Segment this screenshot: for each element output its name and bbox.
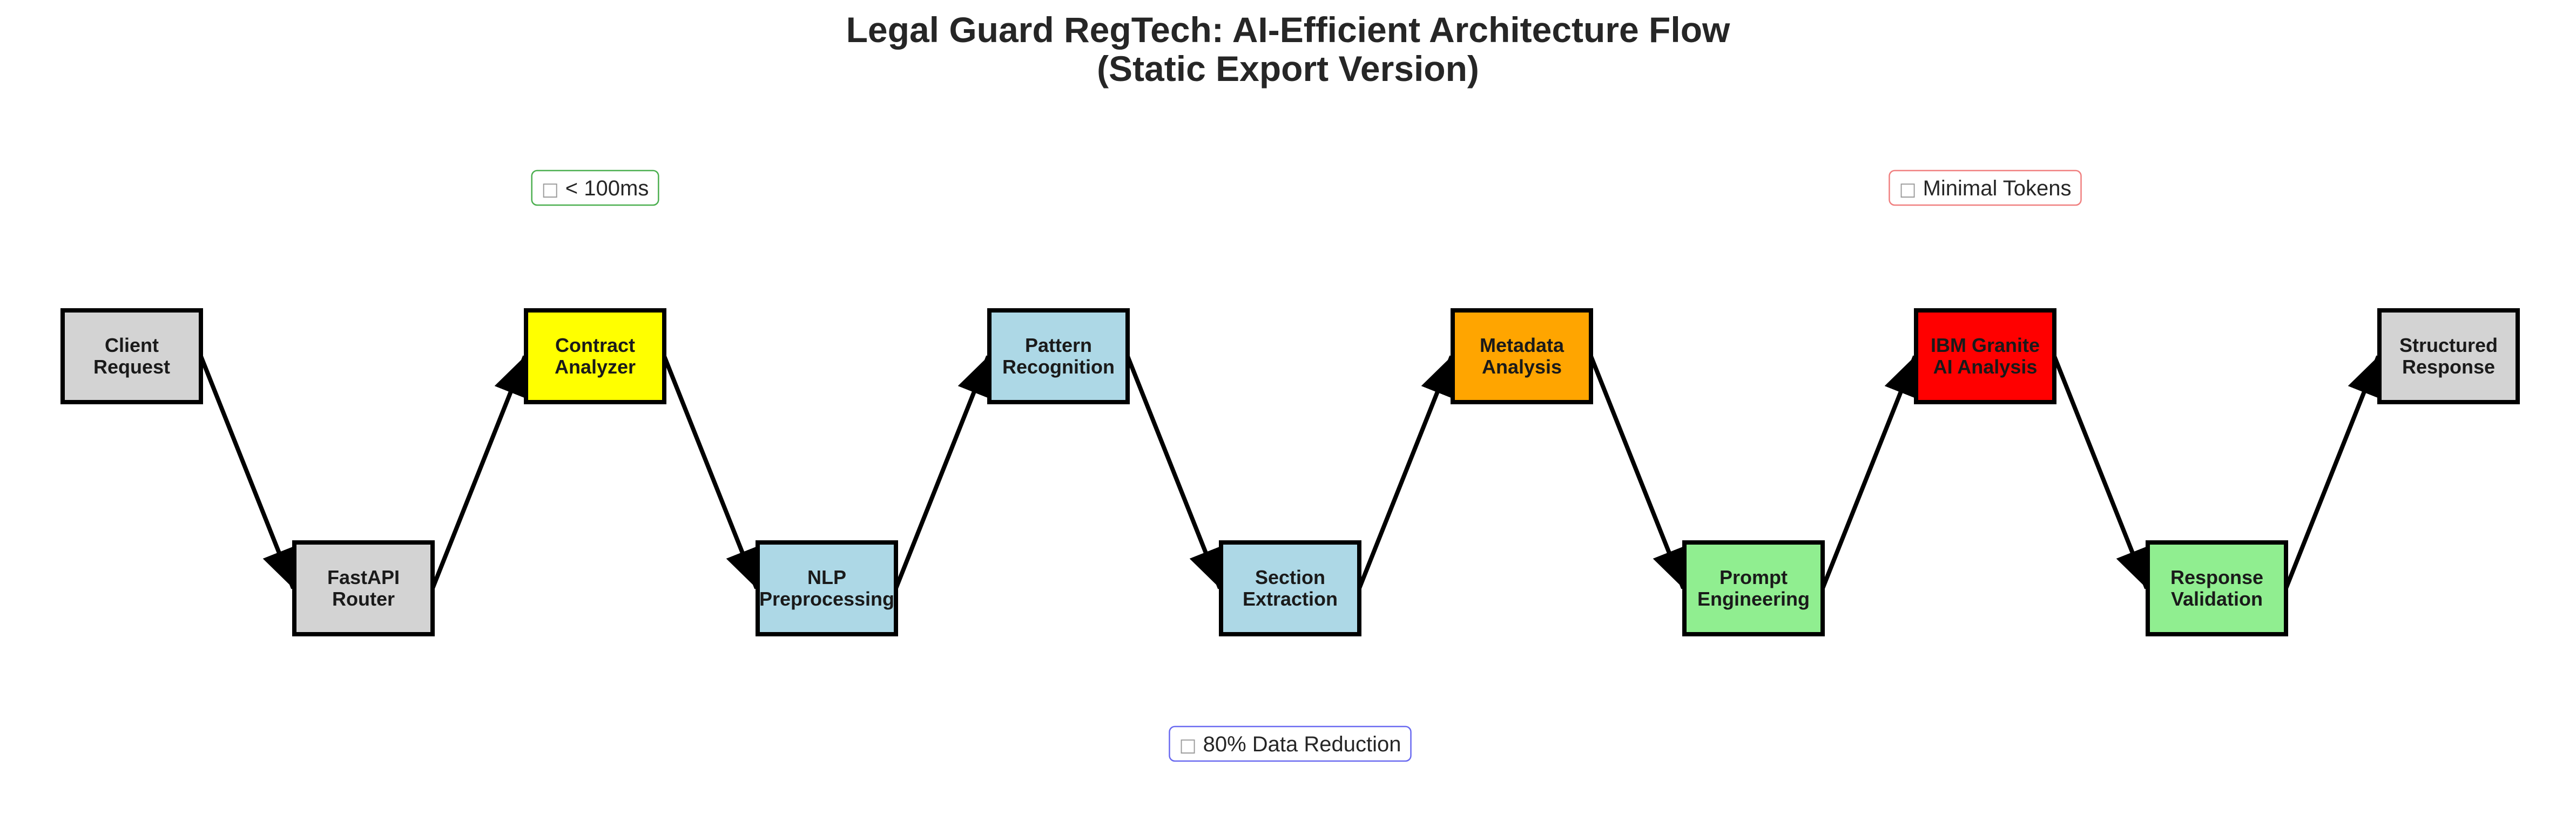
badge-tokens: □ Minimal Tokens bbox=[1889, 169, 2082, 206]
node-box-structured-response bbox=[2377, 308, 2520, 404]
badge-reduction-text: 80% Data Reduction bbox=[1203, 732, 1401, 756]
node-label-response-validation-line-2: Validation bbox=[2171, 588, 2263, 610]
flow-arrow-nlp-preprocessing-to-pattern-recognition bbox=[894, 355, 990, 589]
badge-latency-text: < 100ms bbox=[565, 176, 649, 200]
diagram-title-line-2: (Static Export Version) bbox=[1097, 49, 1479, 89]
node-box-prompt-engineering bbox=[1682, 540, 1825, 636]
flow-arrow-pattern-recognition-to-section-extraction bbox=[1125, 355, 1222, 589]
node-box-client-request bbox=[60, 308, 203, 404]
node-label-structured-response-line-2: Response bbox=[2402, 356, 2495, 378]
node-box-contract-analyzer bbox=[524, 308, 666, 404]
flow-arrow-prompt-engineering-to-ibm-granite-ai-analysis bbox=[1820, 355, 1917, 589]
node-box-metadata-analysis bbox=[1451, 308, 1593, 404]
diagram-title-line-1: Legal Guard RegTech: AI-Efficient Archit… bbox=[846, 10, 1730, 50]
node-label-structured-response-line-1: Structured bbox=[2399, 334, 2498, 356]
node-label-metadata-analysis-line-2: Analysis bbox=[1482, 356, 1562, 378]
node-box-section-extraction bbox=[1219, 540, 1361, 636]
flow-arrow-contract-analyzer-to-nlp-preprocessing bbox=[662, 355, 759, 589]
node-label-contract-analyzer-line-2: Analyzer bbox=[555, 356, 636, 378]
flow-arrow-response-validation-to-structured-response bbox=[2284, 355, 2381, 589]
node-label-pattern-recognition-line-1: Pattern bbox=[1025, 334, 1092, 356]
flow-arrows bbox=[199, 355, 2381, 589]
badge-latency: □ < 100ms bbox=[531, 169, 659, 206]
badge-latency-frame bbox=[531, 169, 659, 206]
flow-arrow-fastapi-router-to-contract-analyzer bbox=[430, 355, 527, 589]
badge-reduction: □ 80% Data Reduction bbox=[1169, 725, 1412, 762]
flow-arrow-ibm-granite-ai-analysis-to-response-validation bbox=[2052, 355, 2149, 589]
node-label-response-validation-line-1: Response bbox=[2170, 566, 2263, 588]
node-label-nlp-preprocessing-line-2: Preprocessing bbox=[759, 588, 894, 610]
node-box-pattern-recognition bbox=[987, 308, 1130, 404]
node-label-client-request-line-1: Client bbox=[105, 334, 159, 356]
node-label-prompt-engineering-line-2: Engineering bbox=[1697, 588, 1810, 610]
node-label-client-request-line-2: Request bbox=[93, 356, 170, 378]
node-box-ibm-granite-ai-analysis bbox=[1914, 308, 2056, 404]
metric-badges: □ < 100ms □ Minimal Tokens □ 80% Data Reducti… bbox=[531, 169, 2082, 762]
node-label-ibm-granite-ai-analysis-line-1: IBM Granite bbox=[1931, 334, 2040, 356]
node-label-prompt-engineering-line-1: Prompt bbox=[1719, 566, 1788, 588]
node-label-section-extraction-line-1: Section bbox=[1255, 566, 1325, 588]
flow-arrow-client-request-to-fastapi-router bbox=[199, 355, 295, 589]
node-label-nlp-preprocessing-line-1: NLP bbox=[807, 566, 846, 588]
node-label-contract-analyzer-line-1: Contract bbox=[555, 334, 635, 356]
node-label-pattern-recognition-line-2: Recognition bbox=[1002, 356, 1115, 378]
node-box-fastapi-router bbox=[292, 540, 435, 636]
node-box-nlp-preprocessing bbox=[756, 540, 898, 636]
node-label-ibm-granite-ai-analysis-line-2: AI Analysis bbox=[1933, 356, 2038, 378]
badge-tokens-text: Minimal Tokens bbox=[1923, 176, 2072, 200]
node-label-fastapi-router-line-2: Router bbox=[332, 588, 395, 610]
badge-tokens-frame bbox=[1889, 169, 2082, 206]
flow-arrow-metadata-analysis-to-prompt-engineering bbox=[1589, 355, 1685, 589]
node-label-fastapi-router-line-1: FastAPI bbox=[327, 566, 400, 588]
flow-arrow-section-extraction-to-metadata-analysis bbox=[1357, 355, 1454, 589]
node-label-metadata-analysis-line-1: Metadata bbox=[1480, 334, 1565, 356]
badge-reduction-icon: □ bbox=[1179, 735, 1196, 756]
badge-tokens-icon: □ bbox=[1899, 179, 1916, 200]
badge-reduction-frame bbox=[1169, 725, 1412, 762]
node-label-section-extraction-line-2: Extraction bbox=[1243, 588, 1338, 610]
badge-latency-icon: □ bbox=[542, 179, 559, 200]
node-box-response-validation bbox=[2146, 540, 2288, 636]
